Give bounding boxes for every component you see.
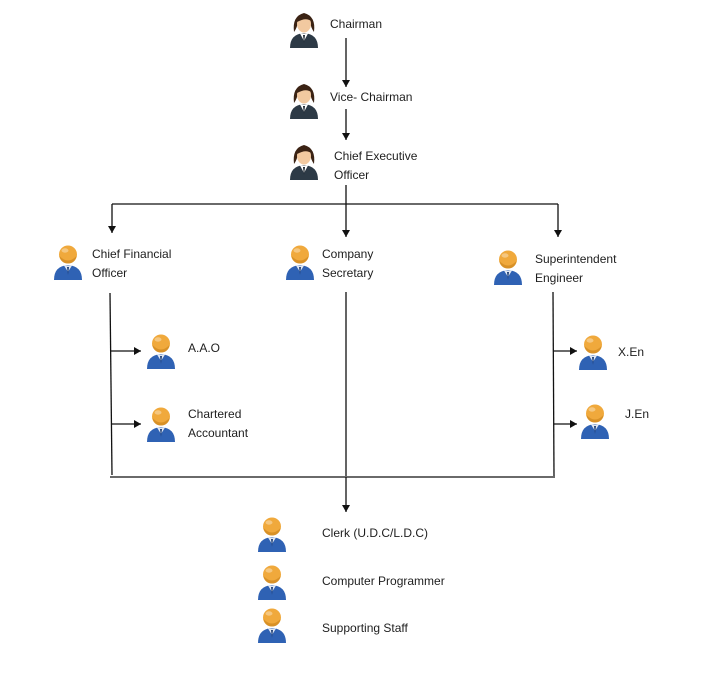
staff-person-icon (494, 250, 522, 285)
arrow-right-icon (570, 347, 577, 355)
role-label: Superintendent Engineer (535, 252, 617, 285)
staff-person-icon (147, 407, 175, 442)
arrow-down-icon (342, 133, 350, 140)
arrow-right-icon (134, 347, 141, 355)
arrow-down-icon (342, 505, 350, 512)
executive-person-icon (290, 145, 318, 180)
staff-person-icon (54, 245, 82, 280)
staff-person-icon (147, 334, 175, 369)
arrow-down-icon (342, 80, 350, 87)
role-label: X.En (618, 345, 645, 359)
role-label: Vice- Chairman (330, 90, 413, 104)
role-label: Chartered Accountant (188, 407, 249, 440)
staff-person-icon (286, 245, 314, 280)
arrow-right-icon (570, 420, 577, 428)
arrow-down-icon (554, 230, 562, 237)
staff-person-icon (579, 335, 607, 370)
arrow-down-icon (342, 230, 350, 237)
staff-person-icon (258, 608, 286, 643)
arrow-right-icon (134, 420, 141, 428)
connector-line (552, 291, 555, 477)
executive-person-icon (290, 84, 318, 119)
role-label: Company Secretary (322, 247, 374, 280)
role-label: Chief Financial Officer (92, 247, 172, 280)
staff-person-icon (258, 517, 286, 552)
role-label: J.En (625, 407, 650, 421)
role-label: Chairman (330, 17, 383, 31)
role-label: Supporting Staff (322, 621, 408, 635)
executive-person-icon (290, 13, 318, 48)
connector-line (109, 292, 113, 476)
role-label: Computer Programmer (322, 574, 445, 588)
arrow-down-icon (108, 226, 116, 233)
staff-person-icon (581, 404, 609, 439)
staff-person-icon (258, 565, 286, 600)
role-label: Chief Executive Officer (334, 149, 418, 182)
role-label: A.A.O (188, 341, 221, 355)
role-label: Clerk (U.D.C/L.D.C) (322, 526, 429, 540)
